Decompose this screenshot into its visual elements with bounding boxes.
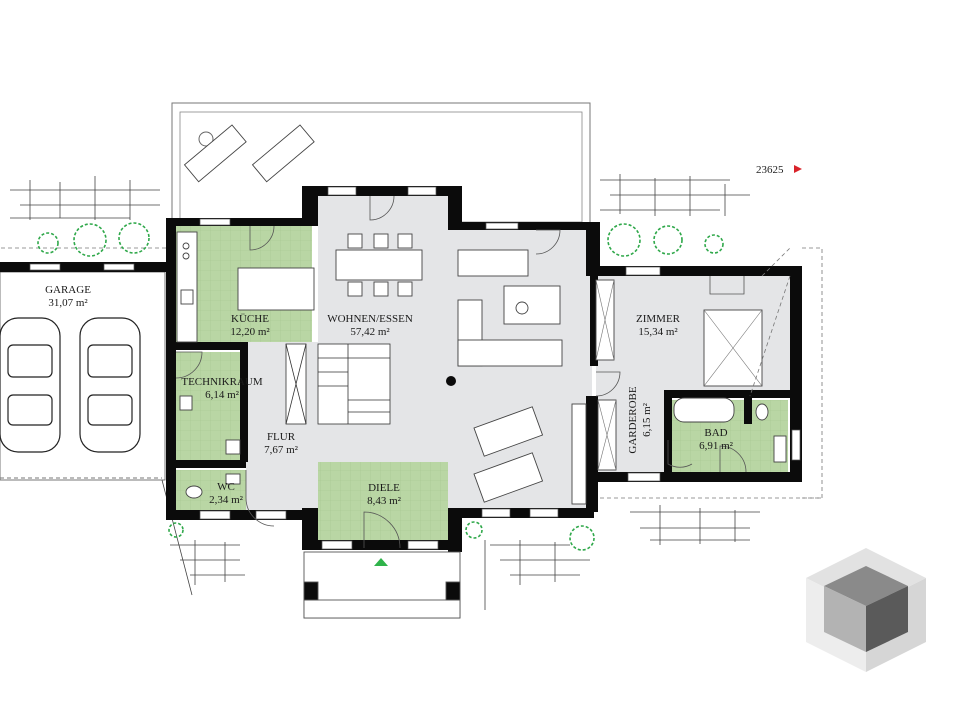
room-name-garage: GARAGE <box>45 284 91 296</box>
diele-floor <box>318 462 448 544</box>
room-name-wohnen: WOHNEN/ESSEN <box>327 313 413 325</box>
room-area-technikraum: 6,14 m² <box>205 389 240 401</box>
bedroom-furniture <box>595 279 763 387</box>
room-area-wc: 2,34 m² <box>209 494 244 506</box>
windows <box>29 186 801 550</box>
room-area-kueche: 12,20 m² <box>230 326 270 338</box>
room-area-bad: 6,91 m² <box>699 440 734 452</box>
room-labels: GARAGE 31,07 m² KÜCHE 12,20 m² WOHNEN/ES… <box>45 284 734 507</box>
room-name-kueche: KÜCHE <box>231 313 269 325</box>
flur-floor <box>246 342 318 510</box>
room-area-zimmer: 15,34 m² <box>638 326 678 338</box>
walls <box>166 186 802 552</box>
sun-lounger-icon <box>183 124 315 183</box>
room-area-diele: 8,43 m² <box>367 495 402 507</box>
tree-icon <box>37 222 724 551</box>
arrow-marker-icon <box>794 165 802 173</box>
column <box>446 376 456 386</box>
living-furniture <box>457 249 587 505</box>
plan-reference-id: 23625 <box>756 164 784 176</box>
cube-logo-icon <box>806 548 926 672</box>
room-area-flur: 7,67 m² <box>264 444 299 456</box>
room-name-wc: WC <box>217 481 235 493</box>
doors <box>175 195 747 549</box>
room-area-garage: 31,07 m² <box>48 297 88 309</box>
room-name-flur: FLUR <box>267 431 296 443</box>
room-name-garderobe: GARDEROBE <box>627 386 639 454</box>
room-name-technikraum: TECHNIKRAUM <box>181 376 262 388</box>
entrance-steps <box>303 551 461 619</box>
dining-table <box>335 233 423 297</box>
garage <box>0 262 170 481</box>
car-icon <box>0 317 141 453</box>
room-name-diele: DIELE <box>368 482 400 494</box>
kitchen-furniture <box>176 231 315 343</box>
room-area-wohnen: 57,42 m² <box>350 326 390 338</box>
garderobe-closet <box>597 399 617 471</box>
landscape-hatching <box>10 174 760 610</box>
staircase <box>285 343 391 425</box>
bathroom-fixtures <box>179 395 787 499</box>
roof-outline <box>0 247 823 499</box>
entrance-arrow-icon <box>374 558 388 566</box>
room-name-bad: BAD <box>704 427 727 439</box>
room-name-zimmer: ZIMMER <box>636 313 681 325</box>
room-area-garderobe: 6,15 m² <box>641 402 653 437</box>
